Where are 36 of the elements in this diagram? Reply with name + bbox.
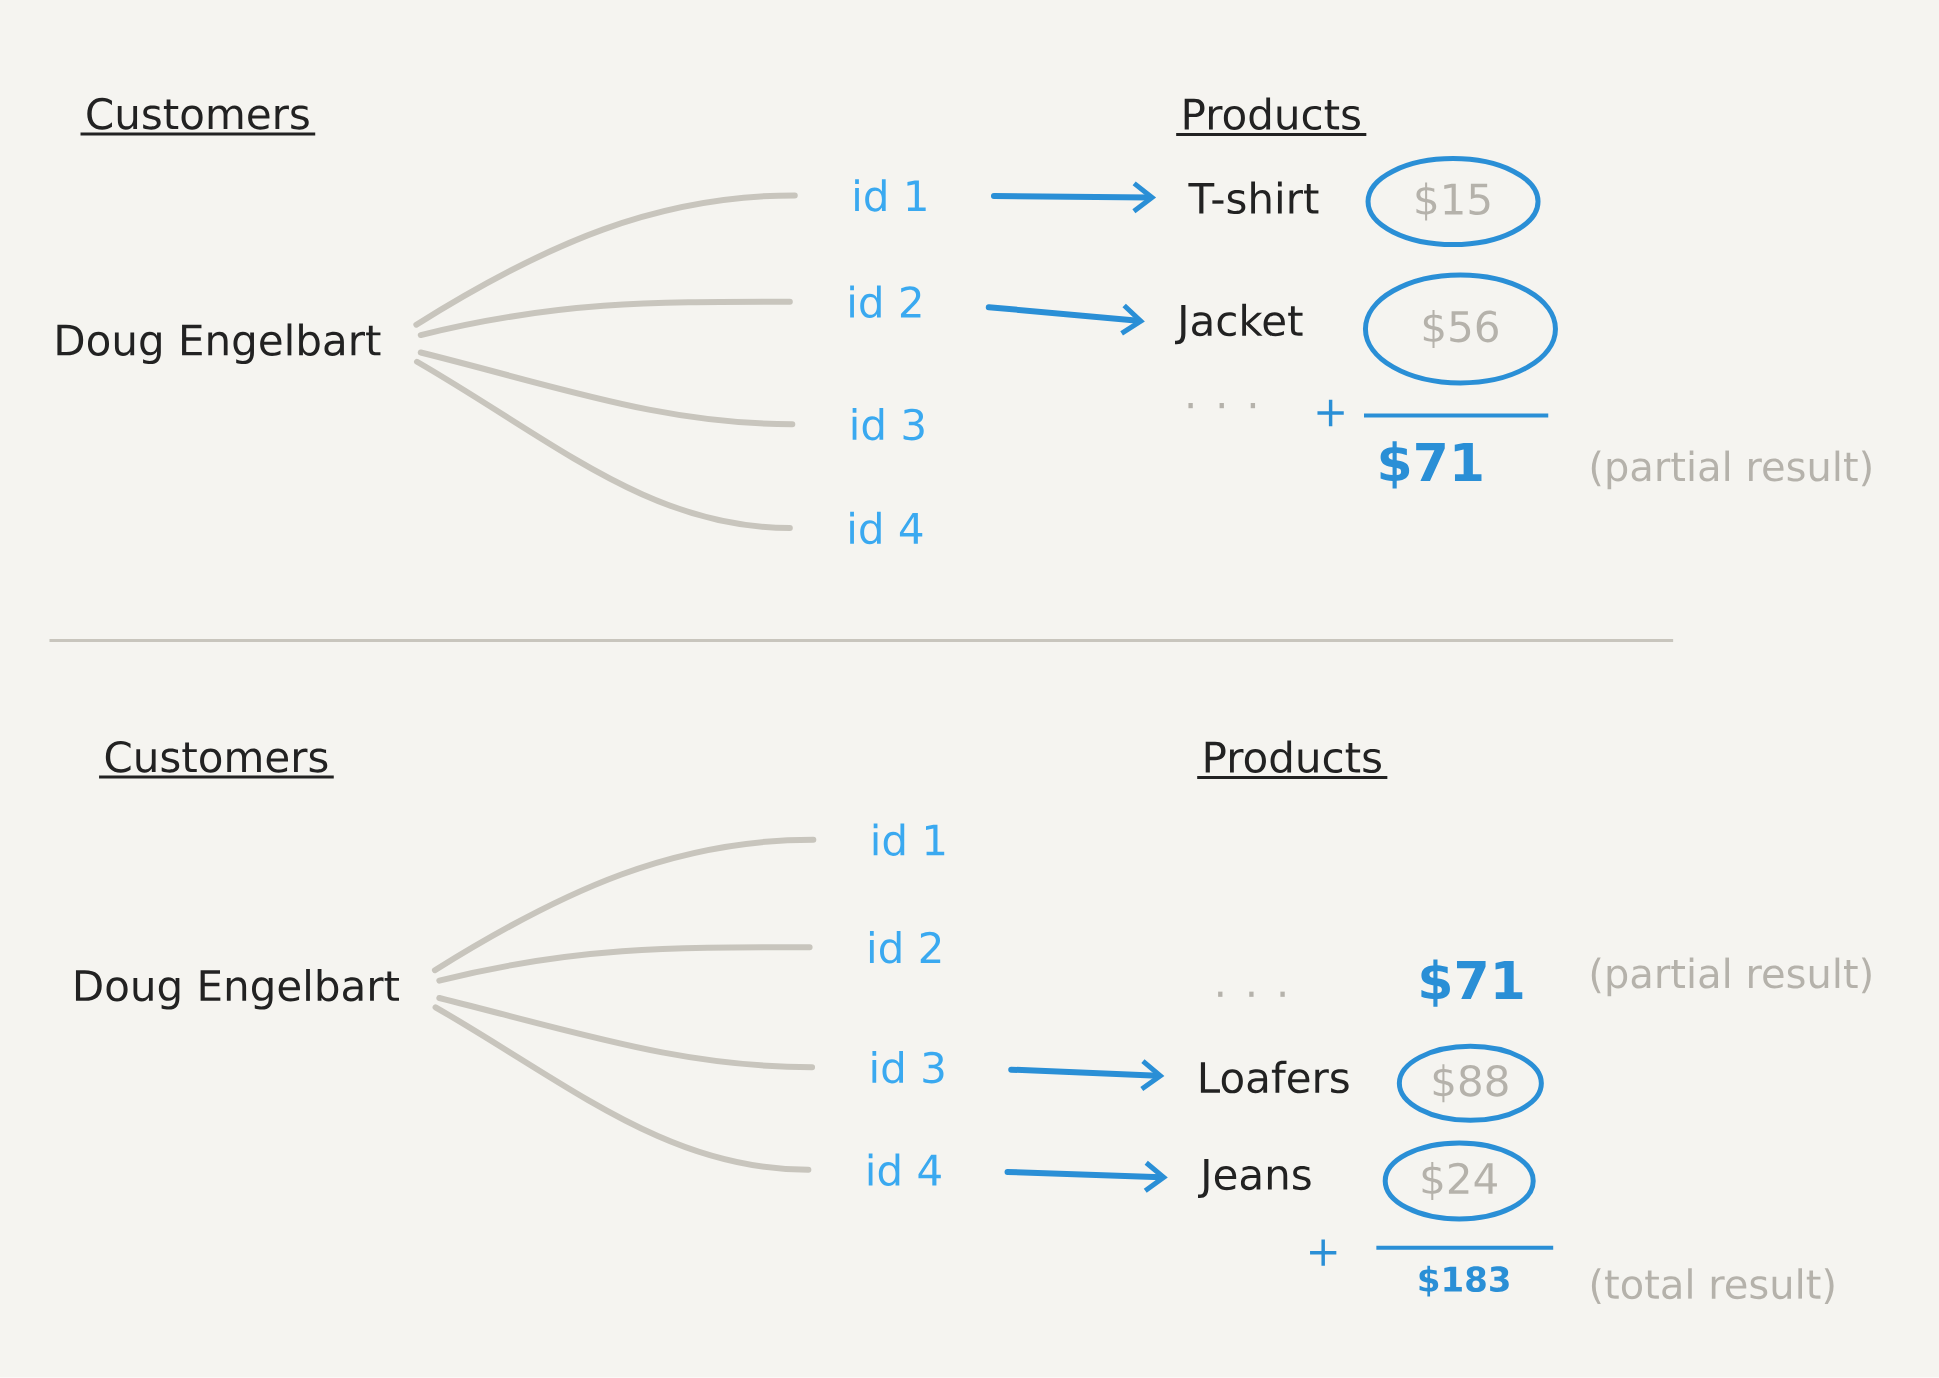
id-text: id 2 <box>869 931 941 964</box>
curved-line <box>414 359 793 532</box>
heading: Products <box>1176 97 1367 137</box>
arrow <box>990 181 1157 214</box>
arrow <box>1004 1161 1168 1193</box>
product-text: Loafers <box>1200 1061 1349 1094</box>
heading: Customers <box>80 98 316 136</box>
id-text: id 2 <box>850 285 921 319</box>
arrow <box>985 303 1145 336</box>
product-text: Jacket <box>1175 304 1303 345</box>
curved-line <box>417 349 796 428</box>
curved-line <box>436 944 813 984</box>
curved-line <box>432 1004 812 1174</box>
arrow <box>1008 1059 1165 1092</box>
name-text: Doug Engelbart <box>57 323 381 365</box>
note-text: (total result) <box>1591 1268 1834 1305</box>
curved-line <box>431 836 817 974</box>
name-text: Doug Engelbart <box>75 969 399 1010</box>
sum-text: $71 <box>1380 441 1482 489</box>
ellipsis: . . . <box>1188 403 1256 409</box>
curved-line <box>436 995 816 1071</box>
curved-line <box>417 298 793 339</box>
heading: Customers <box>99 741 334 779</box>
sum-rule: + <box>1317 400 1549 427</box>
id-text: id 4 <box>868 1153 941 1187</box>
curved-line <box>413 192 798 328</box>
id-text: id 3 <box>852 408 924 441</box>
product-text: Jeans <box>1198 1159 1311 1199</box>
id-text: id 1 <box>873 823 945 857</box>
product-text: T-shirt <box>1188 181 1319 215</box>
id-text: id 1 <box>855 179 926 212</box>
sum-text: $71 <box>1421 959 1523 1007</box>
id-text: id 4 <box>850 512 923 545</box>
heading: Products <box>1197 740 1388 780</box>
ellipsis: . . . <box>1218 991 1285 998</box>
id-text: id 3 <box>872 1051 944 1084</box>
